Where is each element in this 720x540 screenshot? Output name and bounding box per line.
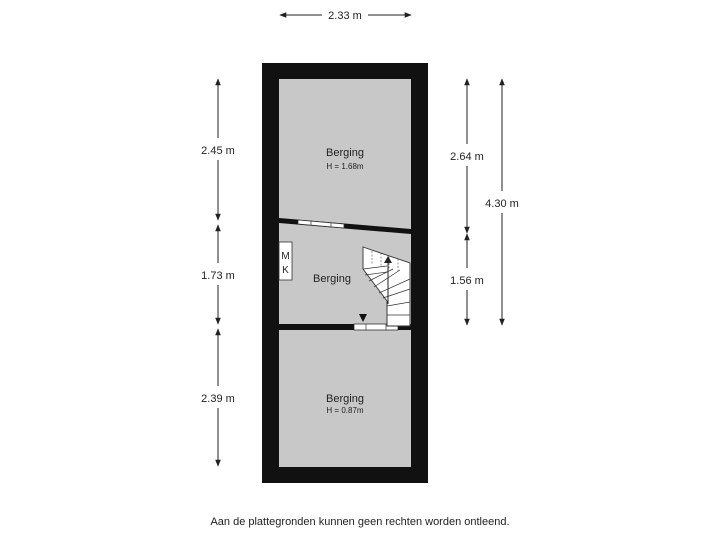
room-bottom-name: Berging bbox=[326, 393, 364, 405]
dimension-left-lower: 2.39 m bbox=[201, 328, 235, 467]
door-upper bbox=[297, 219, 345, 229]
room-bottom-floor bbox=[279, 327, 411, 467]
dimension-right-total-label: 4.30 m bbox=[485, 198, 519, 210]
door-lower bbox=[353, 323, 399, 331]
meter-cupboard-label-1: M bbox=[281, 251, 289, 262]
dimension-right-middle-label: 1.56 m bbox=[450, 275, 484, 287]
dimension-right-upper: 2.64 m bbox=[450, 78, 484, 234]
dimension-left-lower-label: 2.39 m bbox=[201, 393, 235, 405]
room-top-name: Berging bbox=[326, 147, 364, 159]
entry-marker-icon bbox=[359, 314, 367, 322]
meter-cupboard-label-2: K bbox=[282, 265, 289, 276]
disclaimer-text: Aan de plattegronden kunnen geen rechten… bbox=[210, 516, 510, 528]
dimension-right-upper-label: 2.64 m bbox=[450, 151, 484, 163]
dimension-left-middle: 1.73 m bbox=[201, 224, 235, 325]
dimension-width-top-label: 2.33 m bbox=[328, 10, 362, 22]
dimension-left-upper: 2.45 m bbox=[201, 78, 235, 221]
dimension-left-upper-label: 2.45 m bbox=[201, 145, 235, 157]
dimension-width-top: 2.33 m bbox=[279, 10, 412, 22]
dimension-right-total: 4.30 m bbox=[485, 78, 519, 326]
room-bottom-height: H = 0.87m bbox=[326, 406, 363, 415]
room-top-floor bbox=[279, 79, 411, 230]
interior-wall-lower bbox=[279, 324, 411, 330]
floor-plan: M K Berging H = 1.68m Berging Berging H … bbox=[201, 10, 519, 483]
dimension-left-middle-label: 1.73 m bbox=[201, 270, 235, 282]
dimension-right-middle: 1.56 m bbox=[450, 233, 484, 326]
room-top-height: H = 1.68m bbox=[326, 162, 363, 171]
meter-cupboard: M K bbox=[278, 241, 293, 281]
staircase bbox=[362, 246, 411, 327]
room-middle-name: Berging bbox=[313, 273, 351, 285]
